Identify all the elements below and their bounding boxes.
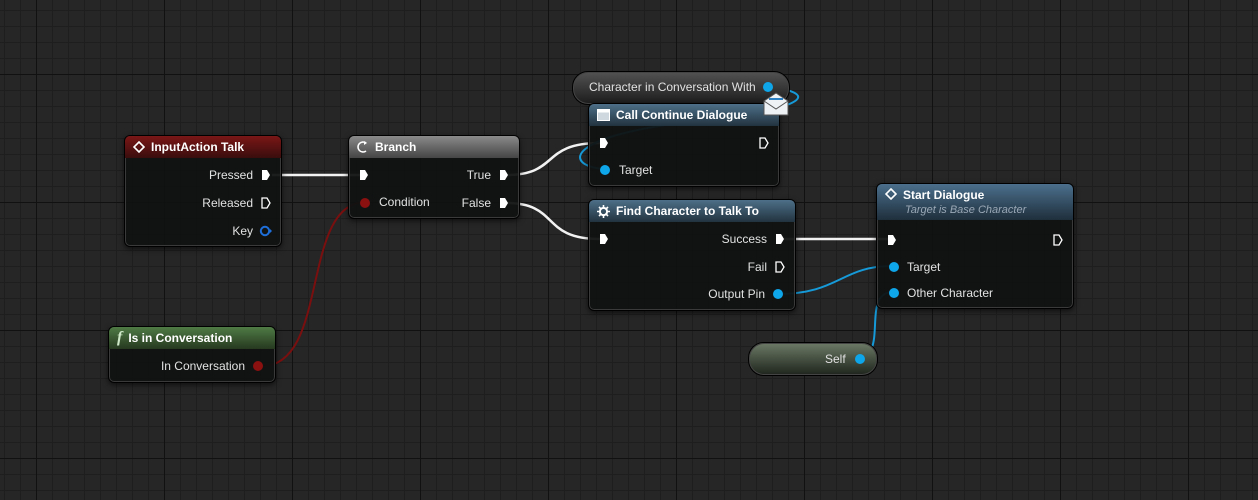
find-character-node[interactable]: Find Character to Talk To Success Fail O…	[588, 199, 796, 311]
pin-target-label: Target	[907, 260, 941, 274]
pin-key-label: Key	[232, 224, 253, 238]
exec-out-pin-fail[interactable]	[775, 261, 785, 273]
wire-true-to-continue	[505, 141, 601, 177]
exec-in-pin[interactable]	[599, 233, 609, 245]
node-header: Find Character to Talk To	[589, 200, 795, 222]
pin-target-label: Target	[619, 163, 653, 177]
object-out-pin[interactable]	[773, 289, 783, 299]
pin-other-character-label: Other Character	[907, 286, 994, 300]
exec-in-pin[interactable]	[359, 169, 369, 181]
node-title: Start Dialogue	[903, 188, 985, 202]
node-title: Find Character to Talk To	[616, 204, 759, 218]
object-out-pin[interactable]	[855, 354, 865, 364]
is-in-conversation-node[interactable]: f Is in Conversation In Conversation	[108, 326, 276, 383]
bool-pin-condition[interactable]	[360, 198, 370, 208]
exec-in-pin[interactable]	[887, 234, 897, 246]
exec-out-pin-released[interactable]	[261, 197, 271, 209]
call-continue-dialogue-node[interactable]: Call Continue Dialogue Target	[588, 103, 780, 187]
object-out-pin[interactable]	[763, 82, 773, 92]
node-title: InputAction Talk	[151, 140, 245, 154]
node-header: Call Continue Dialogue	[589, 104, 779, 126]
node-header: InputAction Talk	[125, 136, 281, 158]
exec-in-pin[interactable]	[599, 137, 609, 149]
pin-released-label: Released	[202, 196, 253, 210]
target-in-pin[interactable]	[889, 262, 899, 272]
exec-out-pin-pressed[interactable]	[261, 169, 271, 181]
event-diamond-icon	[885, 188, 897, 200]
message-icon	[597, 109, 610, 121]
node-subtitle: Target is Base Character	[905, 204, 1027, 216]
gear-icon	[597, 204, 610, 218]
pin-in-conversation-label: In Conversation	[160, 359, 245, 373]
target-in-pin[interactable]	[600, 165, 610, 175]
bool-out-pin[interactable]	[253, 361, 263, 371]
pin-pressed-label: Pressed	[208, 168, 253, 182]
self-node[interactable]: Self	[748, 342, 878, 376]
node-header: Branch	[349, 136, 519, 158]
node-title: Is in Conversation	[128, 331, 233, 345]
wire-false-to-find	[505, 201, 601, 241]
event-diamond-icon	[133, 141, 145, 153]
exec-out-pin-false[interactable]	[499, 197, 509, 209]
exec-out-pin-success[interactable]	[775, 233, 785, 245]
pin-condition-label: Condition	[379, 195, 430, 209]
exec-out-pin[interactable]	[1053, 234, 1063, 246]
pin-fail-label: Fail	[747, 260, 767, 274]
node-header: Start Dialogue	[877, 184, 1073, 220]
character-in-conversation-getter[interactable]: Character in Conversation With	[572, 71, 790, 105]
self-label: Self	[825, 352, 846, 366]
exec-out-pin[interactable]	[759, 137, 769, 149]
branch-icon	[357, 141, 367, 153]
start-dialogue-node[interactable]: Start Dialogue Target is Base Character …	[876, 183, 1074, 309]
branch-node[interactable]: Branch Condition True False	[348, 135, 520, 219]
pin-success-label: Success	[721, 232, 767, 246]
other-character-in-pin[interactable]	[889, 288, 899, 298]
variable-label: Character in Conversation With	[589, 80, 756, 94]
node-title: Branch	[375, 140, 417, 154]
function-icon: f	[117, 329, 123, 346]
node-header: f Is in Conversation	[109, 327, 275, 349]
pin-true-label: True	[466, 168, 491, 182]
envelope-icon	[763, 92, 789, 116]
inputaction-talk-node[interactable]: InputAction Talk Pressed Released Key	[124, 135, 282, 247]
pin-output-label: Output Pin	[708, 287, 765, 301]
node-title: Call Continue Dialogue	[616, 108, 748, 122]
struct-pin-key[interactable]	[259, 225, 273, 237]
exec-out-pin-true[interactable]	[499, 169, 509, 181]
pin-false-label: False	[461, 196, 491, 210]
